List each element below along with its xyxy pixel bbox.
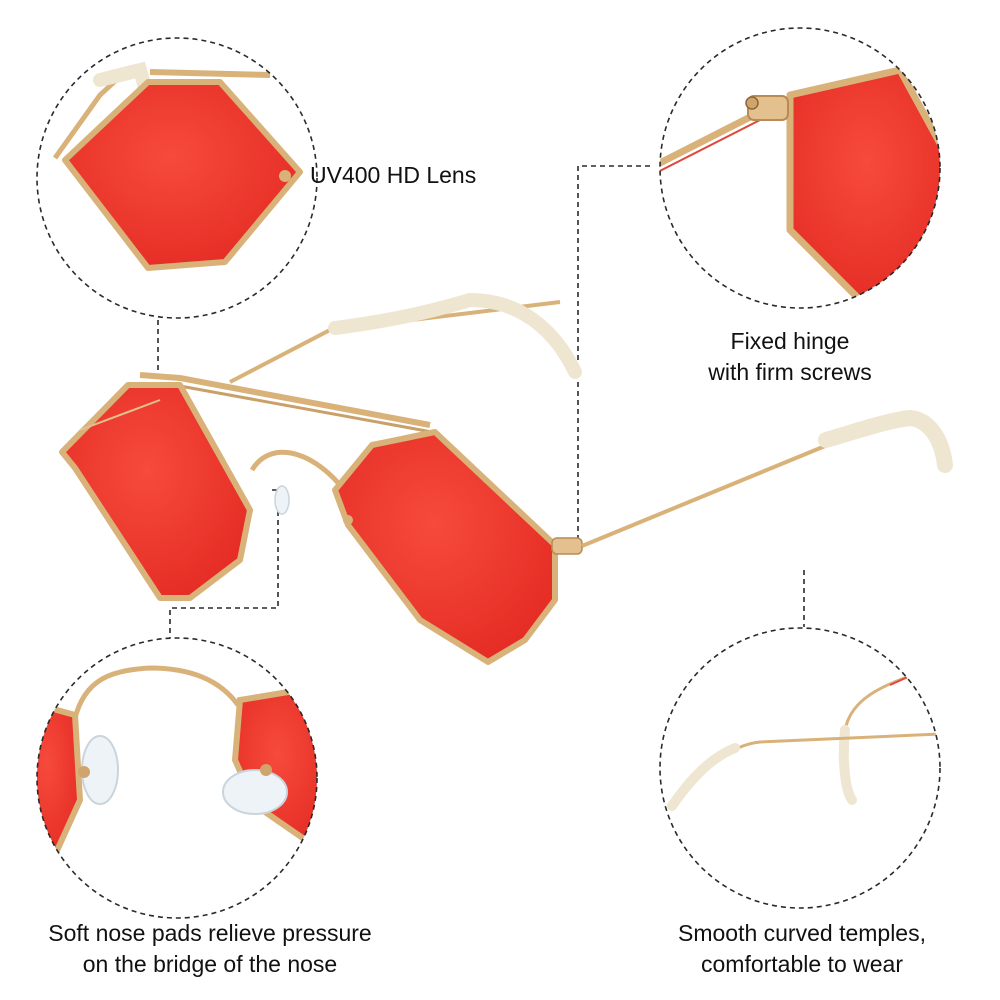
caption-temple-line1: Smooth curved temples, bbox=[677, 920, 926, 946]
connector-hinge bbox=[577, 165, 650, 540]
nose-detail-bridge bbox=[72, 665, 241, 719]
temple-detail-tip-front bbox=[667, 743, 740, 811]
nose-pad-right-icon bbox=[222, 769, 288, 815]
caption-lens-text: UV400 HD Lens bbox=[310, 162, 477, 188]
right-lens bbox=[332, 429, 558, 665]
connector-nose bbox=[169, 489, 279, 638]
caption-nose-line1: Soft nose pads relieve pressure bbox=[48, 920, 372, 946]
hinge-detail-circle bbox=[659, 27, 941, 309]
lens-detail-circle bbox=[36, 37, 318, 319]
front-temple-tip bbox=[818, 409, 953, 473]
caption-uv400-lens: UV400 HD Lens bbox=[310, 160, 476, 191]
hinge-detail-arm bbox=[660, 108, 762, 172]
nose-detail-left-lens bbox=[37, 696, 84, 864]
nose-bridge bbox=[249, 449, 342, 487]
top-bridge-bar bbox=[139, 372, 431, 428]
caption-curved-temples: Smooth curved temples, comfortable to we… bbox=[632, 918, 972, 980]
lens-detail-lens bbox=[62, 79, 303, 271]
lens-detail-topbar bbox=[149, 69, 271, 78]
caption-temple-line2: comfortable to wear bbox=[701, 951, 903, 977]
front-hinge bbox=[551, 537, 583, 555]
callout-connectors bbox=[157, 165, 805, 638]
left-lens bbox=[59, 382, 253, 601]
caption-nose-pads: Soft nose pads relieve pressure on the b… bbox=[20, 918, 400, 980]
sunglasses-icon bbox=[59, 292, 953, 665]
nose-detail-circle bbox=[36, 637, 318, 919]
screw-icon bbox=[745, 96, 759, 110]
temple-detail-circle bbox=[659, 627, 941, 909]
nose-pad-icon bbox=[274, 485, 290, 515]
caption-fixed-hinge: Fixed hinge with firm screws bbox=[690, 326, 890, 388]
caption-hinge-line2: with firm screws bbox=[708, 359, 872, 385]
front-temple-arm bbox=[581, 442, 831, 548]
back-temple-tip bbox=[328, 292, 582, 379]
caption-hinge-line1: Fixed hinge bbox=[730, 328, 850, 354]
caption-nose-line2: on the bridge of the nose bbox=[82, 951, 338, 977]
